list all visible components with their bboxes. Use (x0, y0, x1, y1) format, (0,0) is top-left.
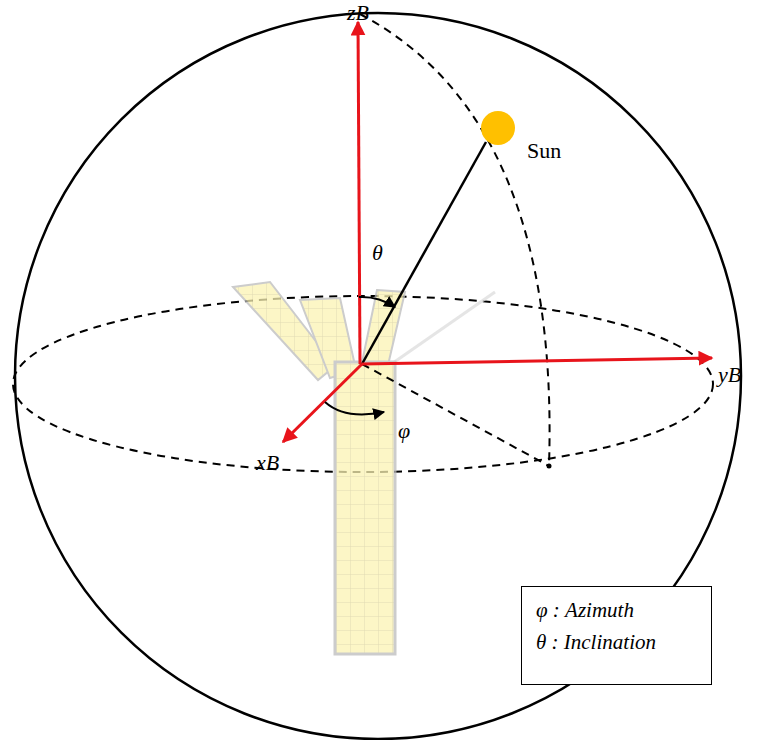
legend-entry: φ : Azimuth (536, 595, 697, 627)
axis-label: zB (347, 2, 369, 24)
legend-box: φ : Azimuthθ : Inclination (521, 586, 712, 685)
sun-label: Sun (527, 140, 561, 162)
meridian-arc (360, 14, 550, 466)
angle-label: θ (372, 242, 383, 264)
projection-line (362, 364, 549, 466)
y-axis (362, 358, 712, 364)
cubesat (233, 282, 495, 654)
axis-label: xB (256, 452, 279, 474)
sun-vector (362, 142, 486, 364)
sun-disc (481, 111, 515, 145)
z-axis (358, 22, 360, 364)
sphere-outline (15, 13, 741, 739)
angle-label: φ (398, 420, 410, 442)
legend-entry: θ : Inclination (536, 627, 697, 659)
x-axis (283, 364, 362, 442)
phi-arc (325, 402, 384, 414)
theta-arc (359, 297, 395, 307)
axis-label: yB (718, 364, 741, 386)
